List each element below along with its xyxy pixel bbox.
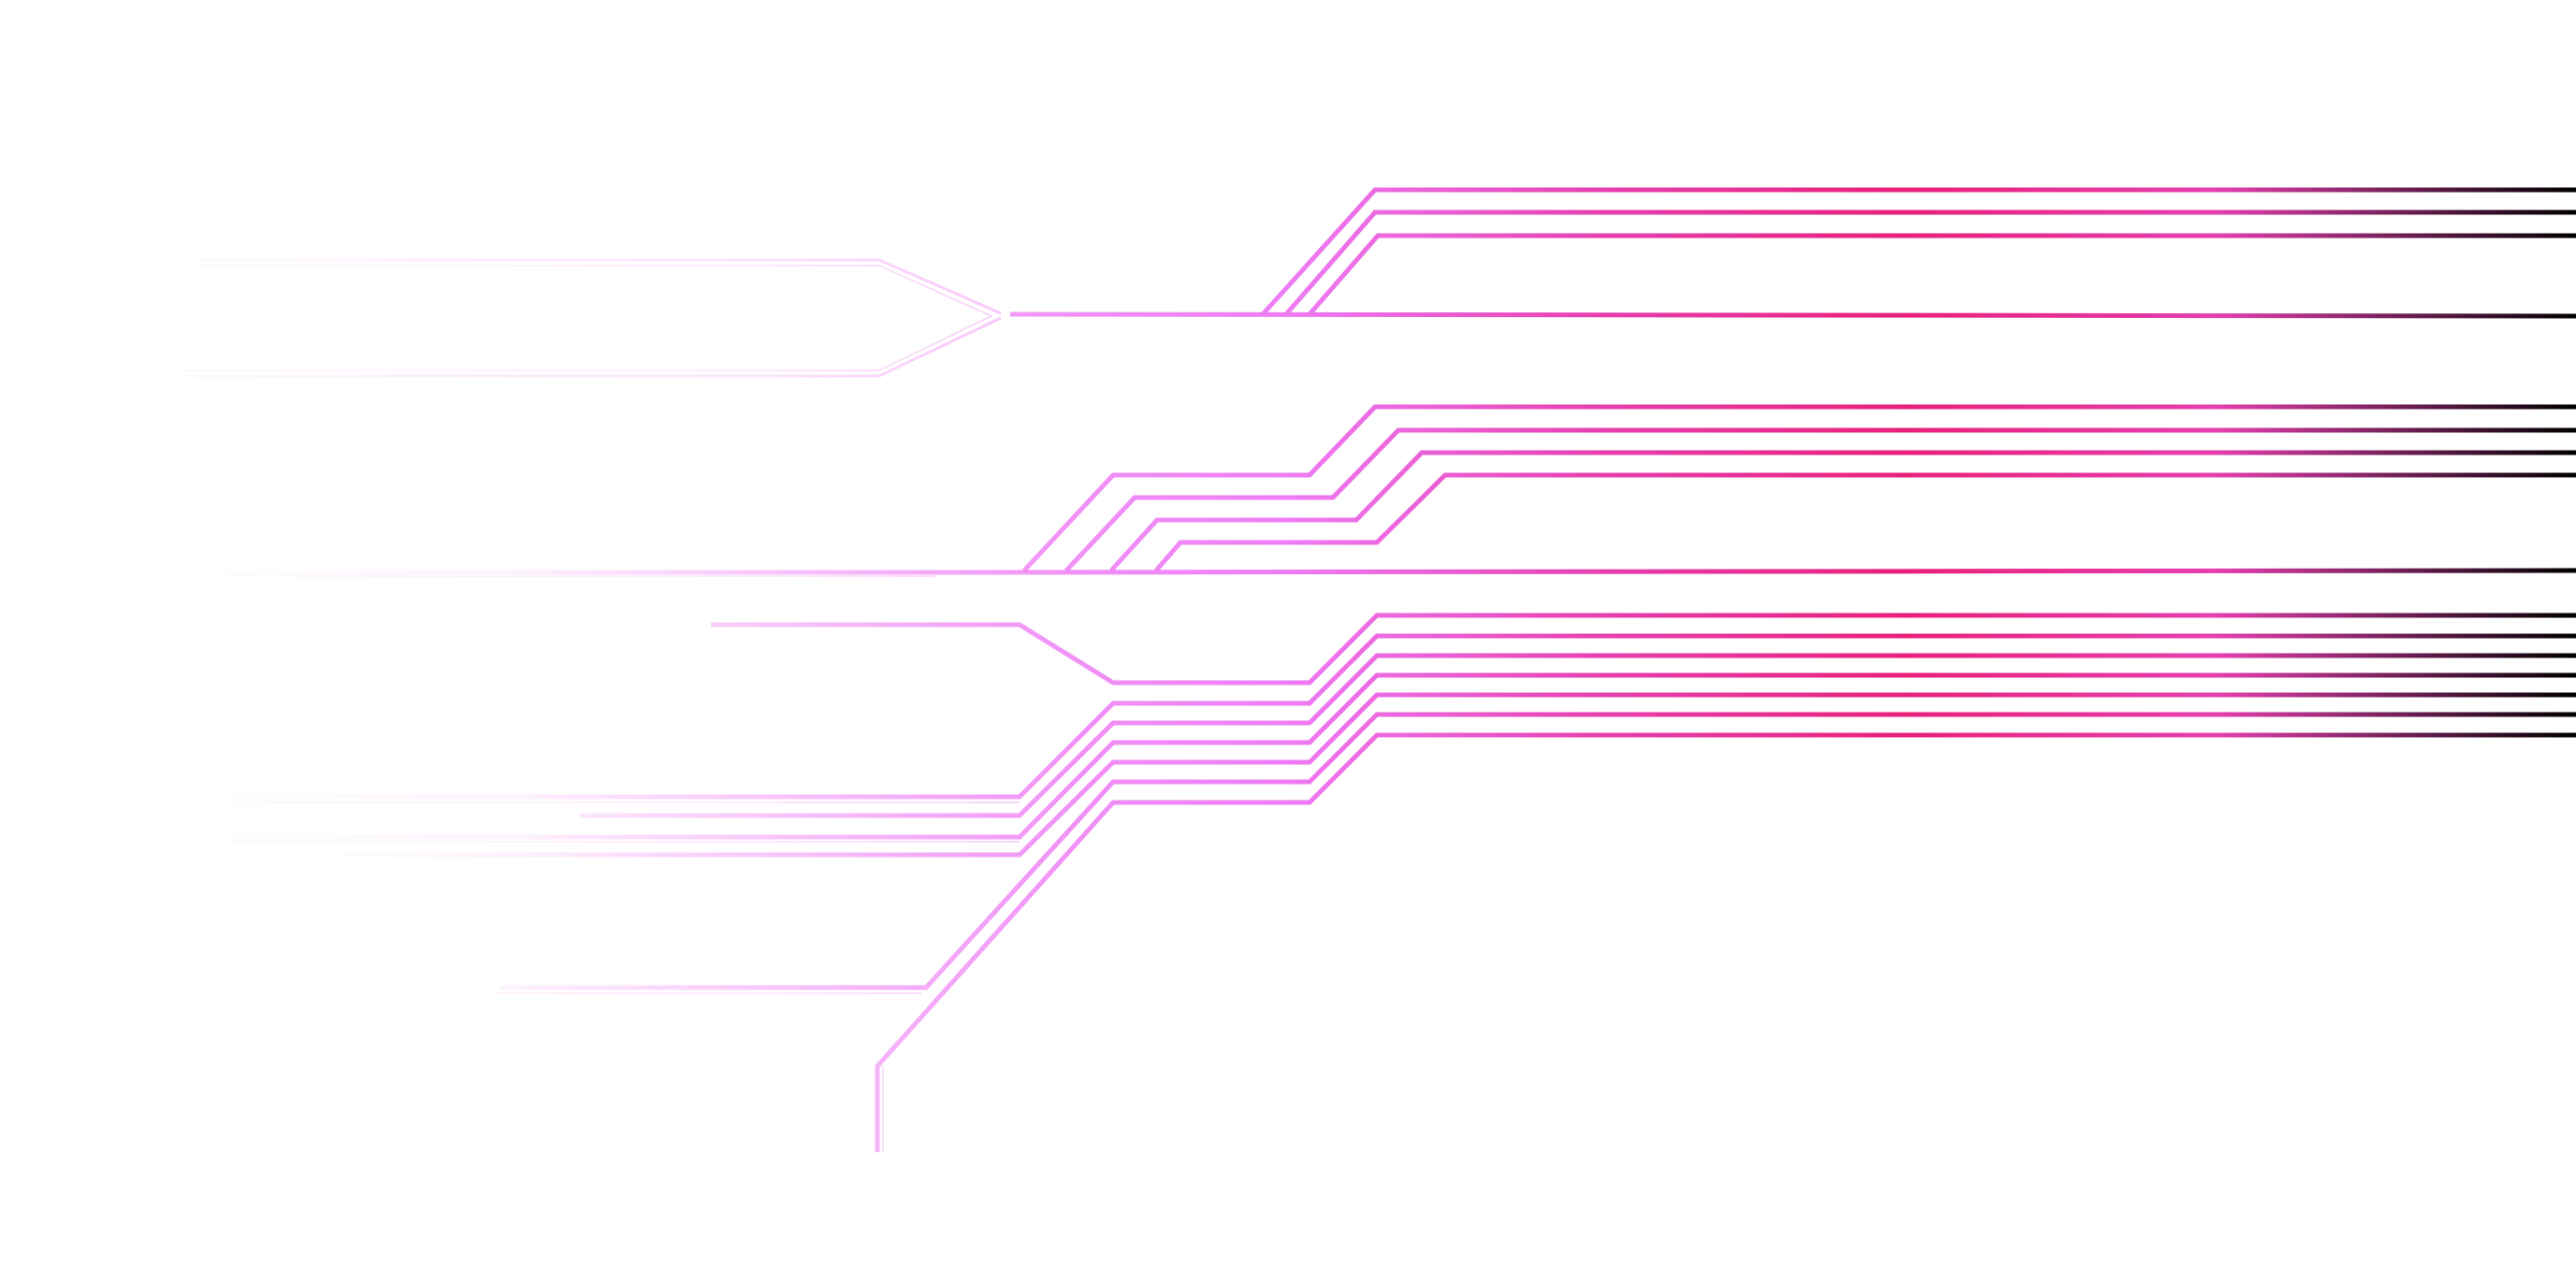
trace-low-5	[346, 692, 2576, 858]
trace-low-6	[500, 712, 2576, 990]
trace-top-chevron-lower-2	[187, 315, 992, 371]
trace-top-1	[1261, 187, 2576, 316]
trace-top-chevron-lower	[178, 316, 1002, 378]
trace-low-7	[875, 732, 2576, 1152]
trace-low-1	[711, 613, 2576, 686]
trace-top-3	[1308, 233, 2576, 316]
trace-low-2	[234, 633, 2576, 800]
trace-mid-3	[1109, 450, 2576, 572]
trace-mid-2	[1064, 427, 2576, 572]
trace-low-4	[234, 672, 2576, 840]
trace-top-bus	[1009, 311, 2576, 319]
trace-mid-bus	[224, 568, 2576, 575]
trace-top-chevron-upper-2	[196, 265, 992, 317]
trace-top-2	[1284, 209, 2576, 316]
trace-mid-4	[1154, 472, 2576, 572]
trace-top-chevron-upper	[196, 258, 1002, 315]
traces-group	[178, 187, 2576, 1152]
trace-mid-1	[1022, 404, 2576, 572]
trace-low-3	[580, 653, 2576, 818]
